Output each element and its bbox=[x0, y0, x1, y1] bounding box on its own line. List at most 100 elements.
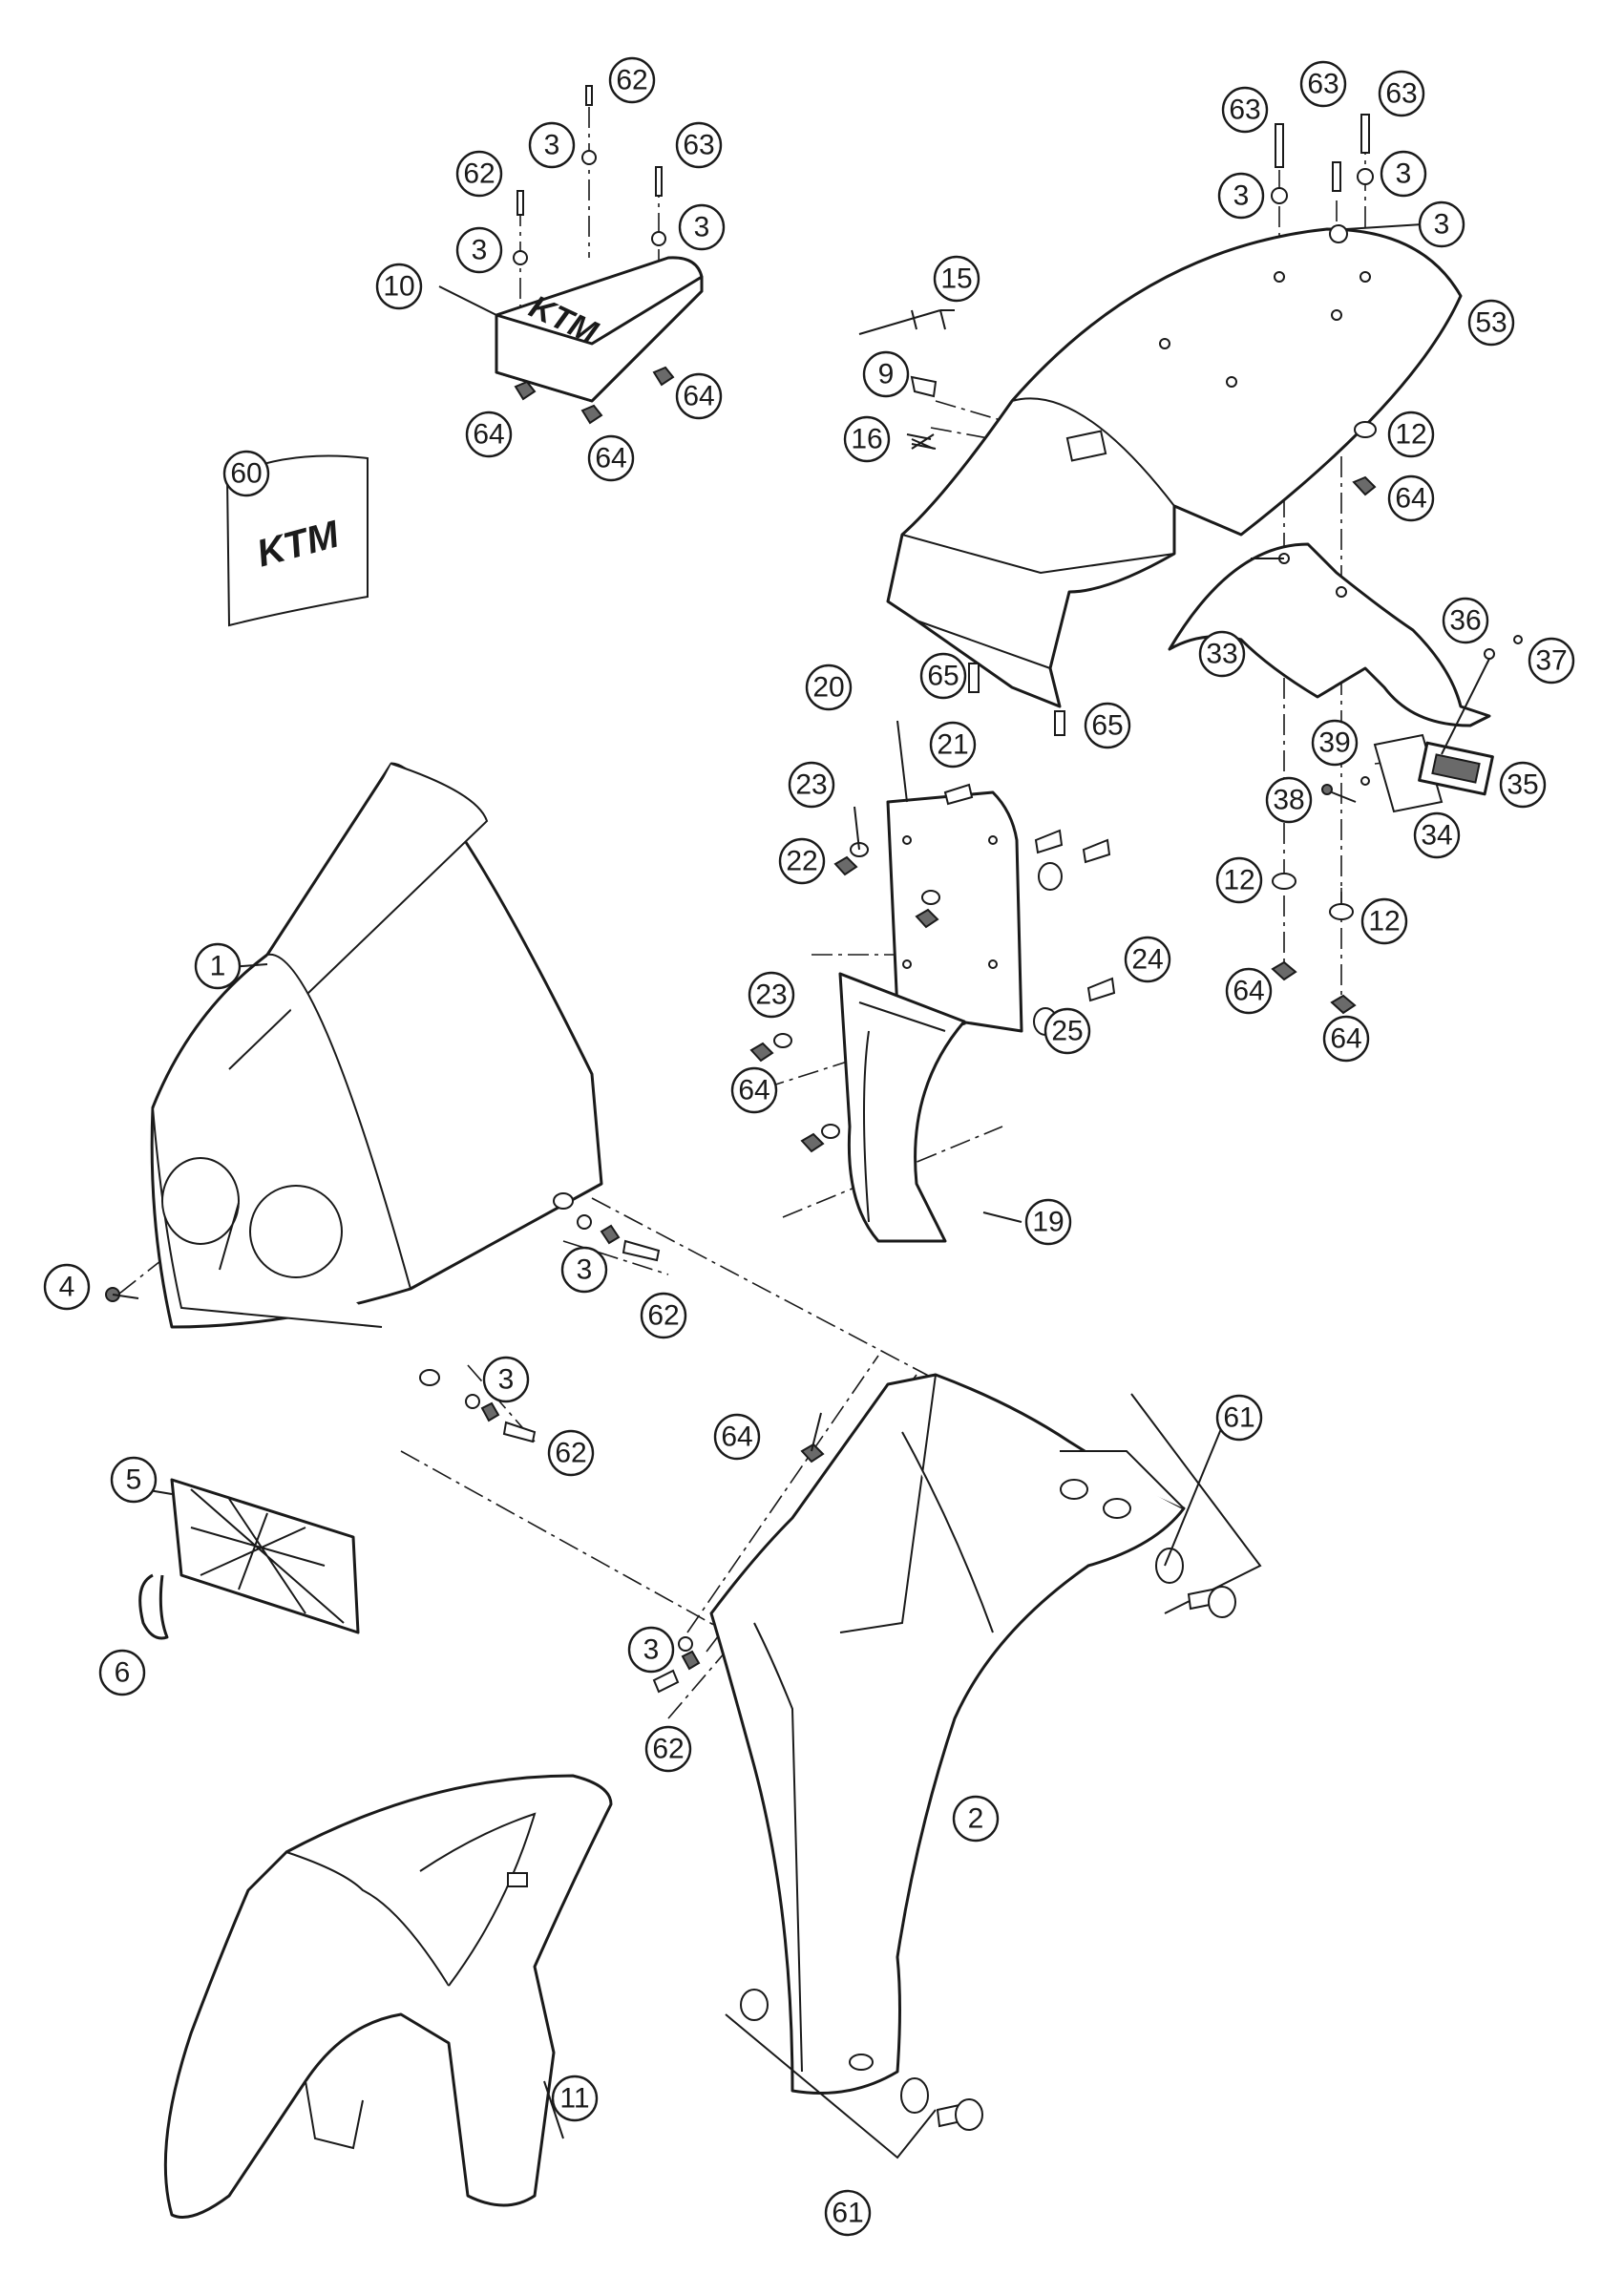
callout-36: 36 bbox=[1442, 597, 1489, 644]
callout-61: 61 bbox=[824, 2189, 872, 2237]
svg-text:61: 61 bbox=[1223, 1402, 1254, 1434]
callout-63: 63 bbox=[1378, 70, 1425, 117]
svg-text:22: 22 bbox=[786, 846, 817, 877]
svg-text:10: 10 bbox=[383, 271, 414, 303]
callout-62: 62 bbox=[644, 1725, 692, 1773]
callout-3: 3 bbox=[560, 1246, 608, 1294]
callouts: 62 3 63 62 3 3 10 64 64 64 60 63 63 63 3… bbox=[43, 56, 1575, 2237]
svg-text:6: 6 bbox=[115, 1657, 131, 1689]
callout-12: 12 bbox=[1215, 856, 1263, 904]
svg-text:62: 62 bbox=[555, 1438, 586, 1469]
callout-4: 4 bbox=[43, 1263, 91, 1311]
svg-text:3: 3 bbox=[472, 235, 488, 266]
svg-text:3: 3 bbox=[498, 1364, 515, 1396]
svg-text:64: 64 bbox=[1395, 483, 1426, 515]
svg-text:5: 5 bbox=[126, 1464, 142, 1496]
callout-37: 37 bbox=[1528, 637, 1575, 685]
part-11-front-fender bbox=[163, 1774, 613, 2219]
svg-text:64: 64 bbox=[738, 1075, 769, 1106]
part-33-fender-lower bbox=[1168, 542, 1491, 727]
part-1-headlight-fairing bbox=[150, 762, 603, 1386]
callout-19: 19 bbox=[1024, 1198, 1072, 1246]
callout-34: 34 bbox=[1413, 811, 1461, 859]
svg-text:64: 64 bbox=[721, 1422, 752, 1453]
callout-6: 6 bbox=[98, 1649, 146, 1696]
svg-text:20: 20 bbox=[812, 672, 844, 704]
callout-20: 20 bbox=[805, 664, 853, 711]
callout-63: 63 bbox=[675, 121, 723, 169]
callout-3: 3 bbox=[1217, 172, 1265, 220]
callout-33: 33 bbox=[1198, 630, 1246, 678]
callout-62: 62 bbox=[608, 56, 656, 104]
svg-text:12: 12 bbox=[1223, 865, 1254, 896]
callout-64: 64 bbox=[587, 434, 635, 482]
callout-64: 64 bbox=[675, 372, 723, 420]
part-60-decal: KTM bbox=[225, 454, 369, 627]
part-19-mud-flap bbox=[838, 972, 966, 1243]
svg-text:1: 1 bbox=[210, 951, 226, 982]
svg-text:15: 15 bbox=[940, 263, 972, 295]
svg-text:3: 3 bbox=[643, 1634, 660, 1666]
svg-text:12: 12 bbox=[1368, 906, 1400, 937]
svg-text:24: 24 bbox=[1131, 944, 1163, 976]
svg-text:3: 3 bbox=[1396, 158, 1412, 190]
callout-64: 64 bbox=[730, 1066, 778, 1114]
callout-9: 9 bbox=[862, 350, 910, 398]
callout-25: 25 bbox=[1043, 1007, 1091, 1055]
svg-text:53: 53 bbox=[1475, 307, 1507, 339]
svg-text:33: 33 bbox=[1206, 639, 1237, 670]
callout-62: 62 bbox=[455, 150, 503, 198]
callout-62: 62 bbox=[547, 1429, 595, 1477]
svg-text:64: 64 bbox=[1330, 1023, 1361, 1055]
callout-3: 3 bbox=[1418, 200, 1465, 248]
callout-23: 23 bbox=[748, 971, 795, 1019]
callout-61: 61 bbox=[1215, 1394, 1263, 1442]
part-10-cover: KTM bbox=[495, 256, 704, 425]
part-2-side-fairing bbox=[709, 1373, 1186, 2095]
callout-3: 3 bbox=[1380, 150, 1427, 198]
callout-64: 64 bbox=[1225, 967, 1273, 1015]
svg-text:23: 23 bbox=[795, 769, 827, 801]
part-5-grille bbox=[170, 1478, 360, 1634]
svg-text:63: 63 bbox=[1307, 69, 1338, 100]
svg-text:16: 16 bbox=[851, 424, 882, 455]
callout-35: 35 bbox=[1499, 761, 1547, 809]
callout-5: 5 bbox=[110, 1456, 158, 1504]
svg-text:63: 63 bbox=[1229, 95, 1260, 126]
svg-text:63: 63 bbox=[1385, 78, 1417, 110]
callout-64: 64 bbox=[1387, 474, 1435, 522]
callout-3: 3 bbox=[627, 1626, 675, 1674]
svg-text:4: 4 bbox=[59, 1272, 75, 1303]
svg-text:2: 2 bbox=[968, 1803, 984, 1835]
callout-38: 38 bbox=[1265, 776, 1313, 824]
callout-11: 11 bbox=[551, 2075, 599, 2122]
svg-text:19: 19 bbox=[1032, 1207, 1064, 1238]
svg-text:64: 64 bbox=[1233, 976, 1264, 1007]
part-35-reflector bbox=[1418, 741, 1494, 796]
callout-15: 15 bbox=[933, 255, 980, 303]
fairing-hardware bbox=[105, 1214, 661, 1443]
callout-3: 3 bbox=[455, 226, 503, 274]
callout-3: 3 bbox=[678, 203, 726, 251]
svg-text:25: 25 bbox=[1051, 1016, 1083, 1047]
svg-text:3: 3 bbox=[1434, 209, 1450, 241]
callout-16: 16 bbox=[843, 415, 891, 463]
callout-53: 53 bbox=[1467, 299, 1515, 347]
part-53-rear-fender bbox=[886, 227, 1463, 708]
svg-text:64: 64 bbox=[595, 443, 626, 474]
callout-10: 10 bbox=[375, 263, 423, 310]
svg-text:62: 62 bbox=[463, 158, 495, 190]
callout-64: 64 bbox=[465, 411, 513, 458]
svg-text:62: 62 bbox=[616, 65, 647, 96]
callout-3: 3 bbox=[528, 121, 576, 169]
callout-64: 64 bbox=[1322, 1015, 1370, 1063]
svg-text:63: 63 bbox=[683, 130, 714, 161]
callout-3: 3 bbox=[482, 1356, 530, 1403]
callout-23: 23 bbox=[788, 761, 835, 809]
svg-text:64: 64 bbox=[683, 381, 714, 412]
svg-text:3: 3 bbox=[1233, 180, 1250, 212]
callout-65: 65 bbox=[1084, 702, 1131, 749]
svg-text:65: 65 bbox=[1091, 710, 1123, 742]
svg-text:12: 12 bbox=[1395, 419, 1426, 451]
